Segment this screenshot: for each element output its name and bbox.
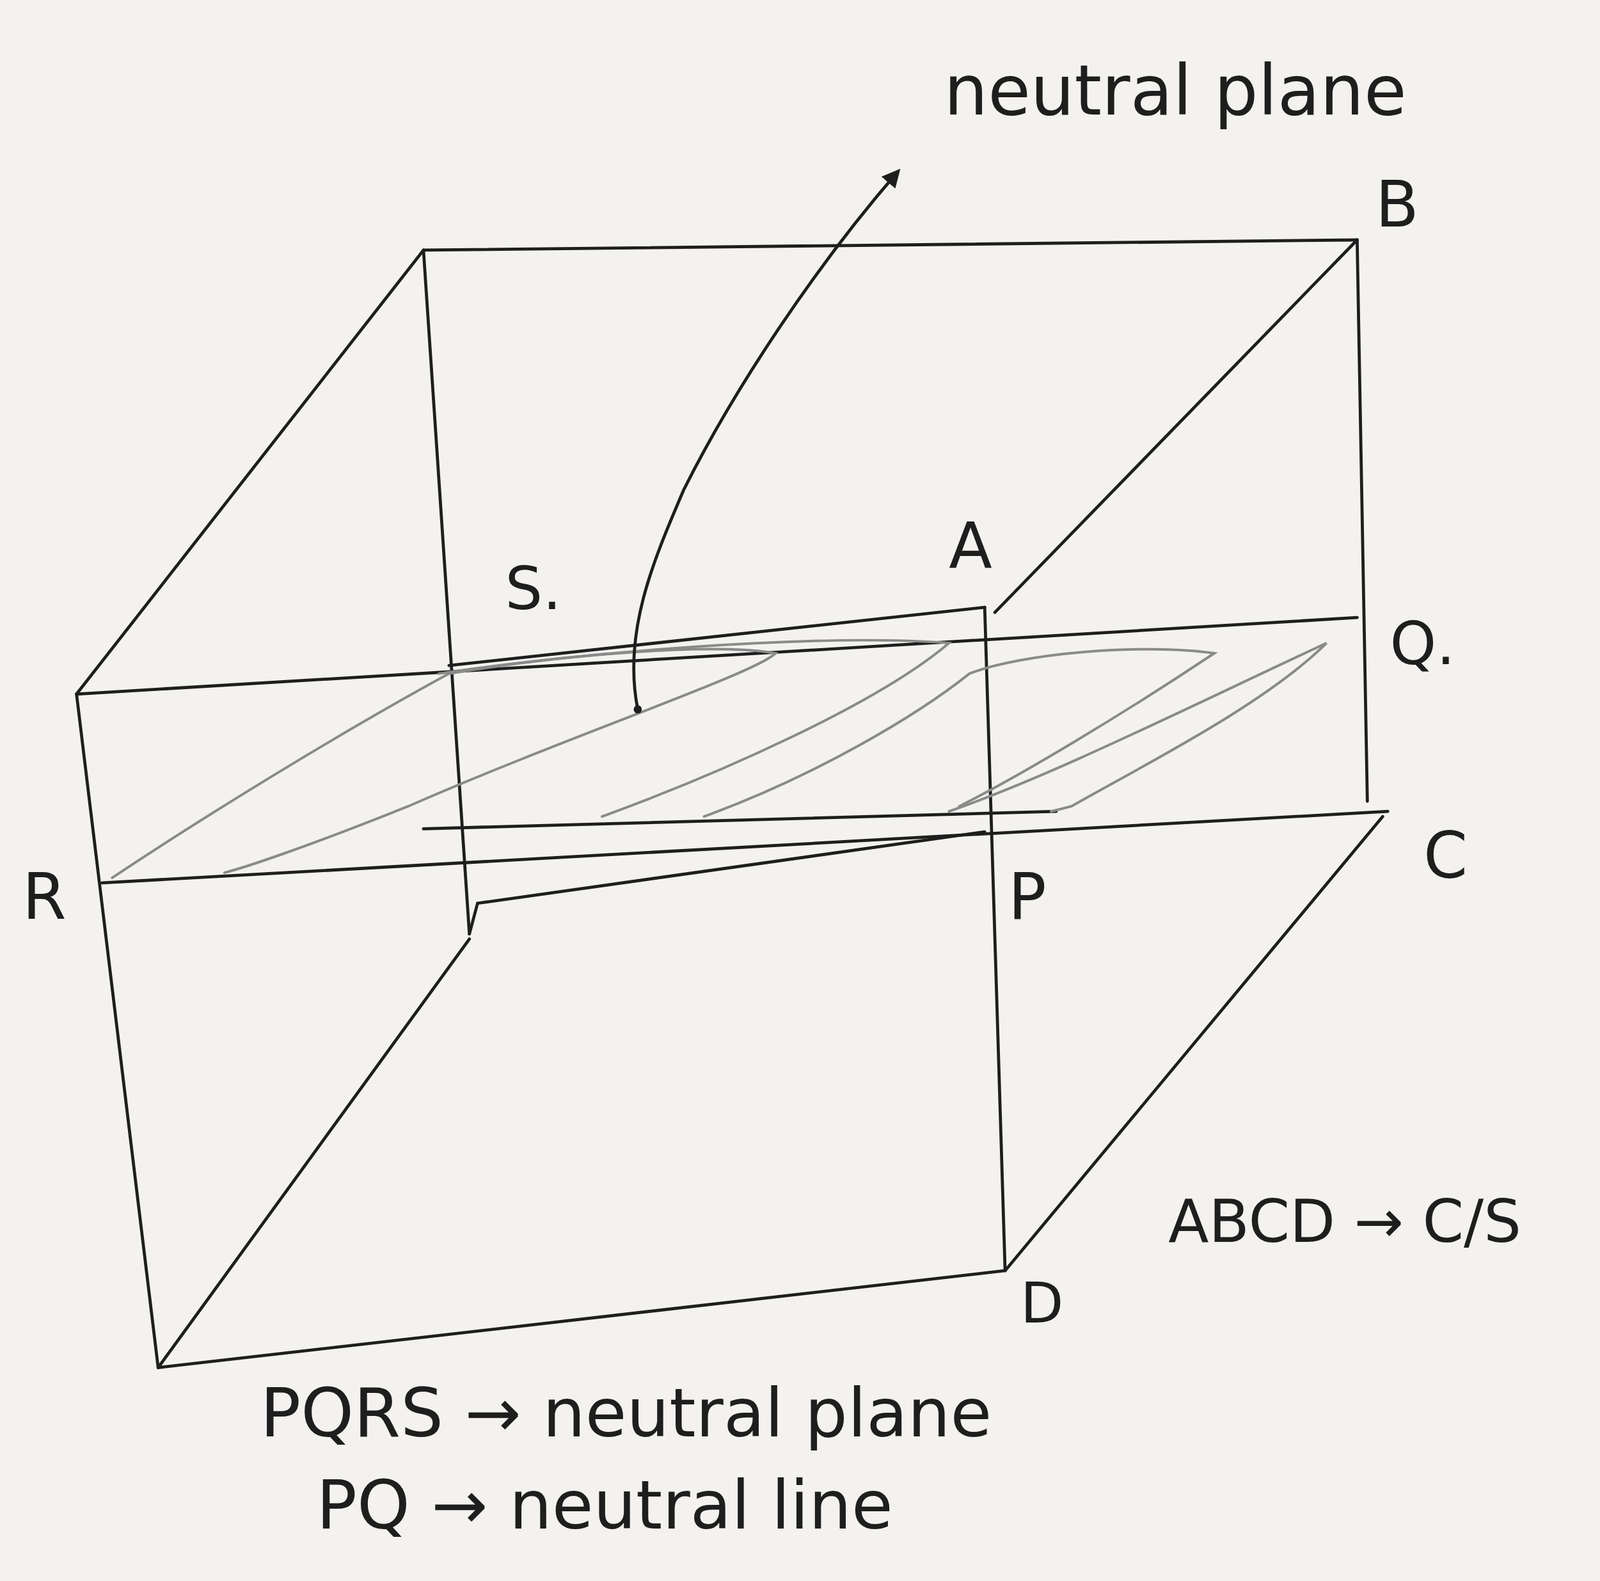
- leader-dot: [633, 704, 643, 714]
- plane-hatching: [111, 640, 1327, 878]
- point-label: P: [1008, 865, 1047, 929]
- point-label: Q.: [1389, 614, 1455, 674]
- callout-label: neutral plane: [943, 56, 1407, 126]
- leader-line: [633, 171, 899, 710]
- point-label: R: [22, 865, 67, 929]
- note-text: ABCD → C/S: [1168, 1191, 1522, 1252]
- point-label: C: [1423, 824, 1468, 888]
- point-label: D: [1020, 1275, 1064, 1332]
- note-text: PQ → neutral line: [316, 1471, 893, 1539]
- point-label: B: [1375, 173, 1419, 237]
- point-label: S.: [505, 559, 562, 619]
- point-label: A: [948, 514, 993, 579]
- note-text: PQRS → neutral plane: [260, 1379, 992, 1447]
